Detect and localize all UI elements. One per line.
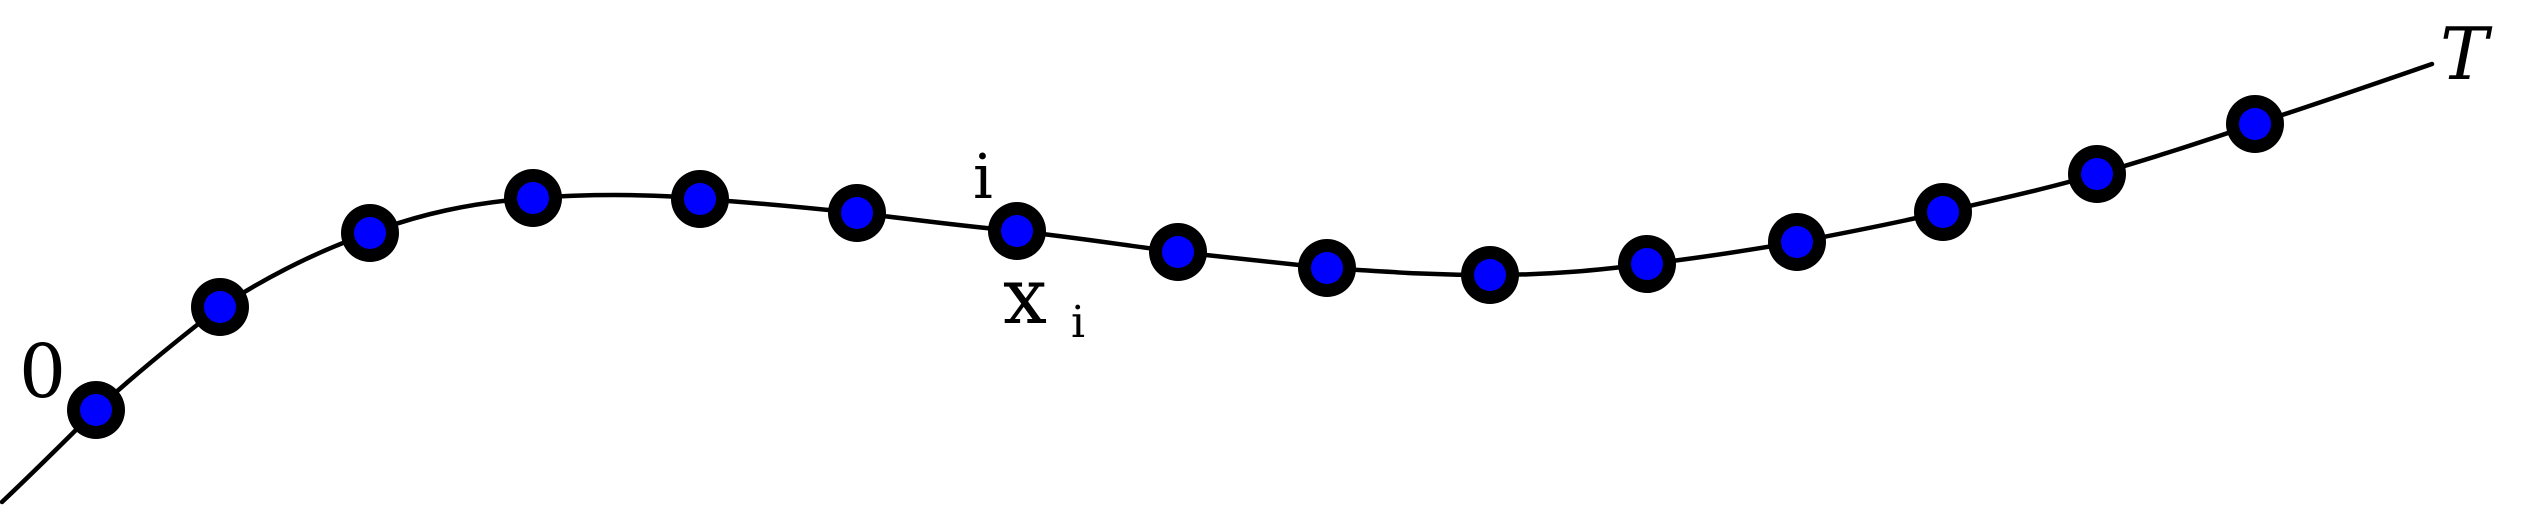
path-node [1149, 223, 1207, 281]
index-label: i [973, 140, 993, 213]
node-fill [1162, 236, 1194, 268]
node-label-subscript: i [1071, 297, 1085, 348]
path-node [1298, 239, 1356, 297]
node-fill [1474, 259, 1506, 291]
start-label: 0 [19, 329, 66, 415]
highlighted-node [988, 202, 1046, 260]
node-fill [2081, 158, 2113, 190]
path-node [1618, 235, 1676, 293]
node-fill [204, 291, 236, 323]
path-node [67, 381, 125, 439]
node-fill [80, 394, 112, 426]
node-fill [1631, 248, 1663, 280]
node-label-x: x [1003, 252, 1047, 342]
node-group [67, 95, 2284, 439]
path-node [2226, 95, 2284, 153]
path-node [341, 204, 399, 262]
path-node [191, 278, 249, 336]
path-node [1768, 213, 1826, 271]
node-label: x i [1003, 252, 1085, 348]
end-label: T [2440, 12, 2493, 96]
path-node [828, 184, 886, 242]
node-fill [841, 197, 873, 229]
node-fill [517, 182, 549, 214]
node-fill [684, 183, 716, 215]
node-fill [2239, 108, 2271, 140]
path-node [1461, 246, 1519, 304]
node-fill [1927, 196, 1959, 228]
path-node [671, 170, 729, 228]
node-fill [354, 217, 386, 249]
path-node [1914, 183, 1972, 241]
path-node [2068, 145, 2126, 203]
node-fill [1311, 252, 1343, 284]
path-node [504, 169, 562, 227]
path-curve [0, 61, 2435, 505]
node-fill [1001, 215, 1033, 247]
node-fill [1781, 226, 1813, 258]
